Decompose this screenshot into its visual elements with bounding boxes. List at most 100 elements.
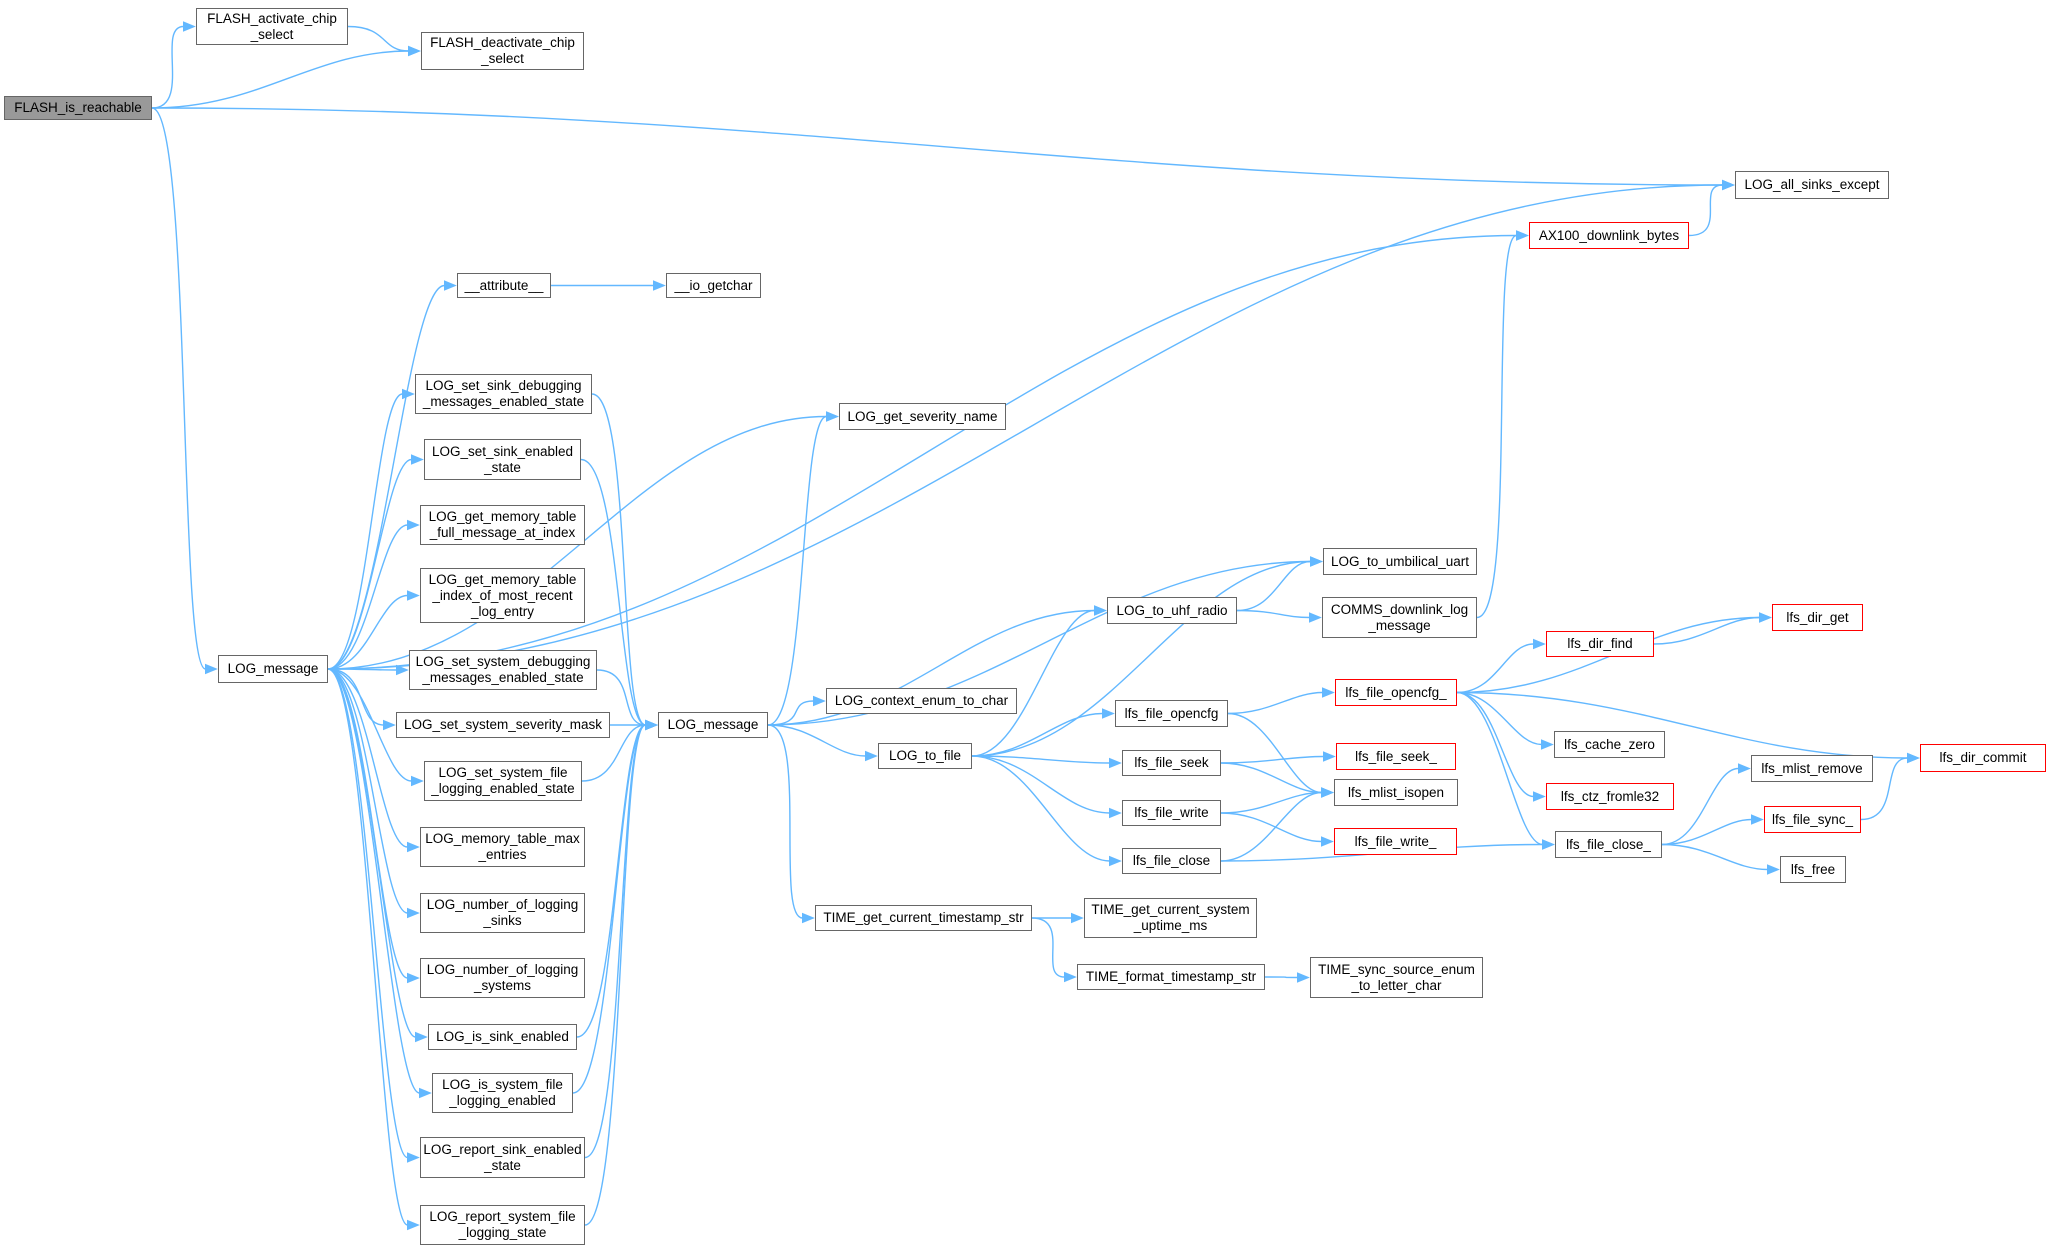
node-lfs-file-opencfg[interactable]: lfs_file_opencfg [1115, 700, 1228, 727]
edge-time-format-ts-to-time-sync-src [1264, 976, 1298, 979]
edge-lfs-file-write-to-lfs-mlist-isopen [1220, 791, 1322, 814]
node-lfs-ctz-fromle32[interactable]: lfs_ctz_fromle32 [1546, 783, 1674, 810]
node-log-set-sink-enabled[interactable]: LOG_set_sink_enabled _state [424, 439, 581, 480]
edge-flash-activate-to-flash-deactivate [347, 25, 409, 52]
node-log-is-sink-enabled[interactable]: LOG_is_sink_enabled [428, 1024, 577, 1050]
edge-log-set-sink-enabled-to-log-message-inner [580, 458, 646, 726]
edge-lfs-file-opencfg--to-lfs-dir-commit [1456, 691, 1908, 759]
edge-arrowhead [1309, 612, 1322, 623]
edge-log-message-outer-to-log-get-mem-recent [327, 594, 408, 670]
node-log-all-sinks-except[interactable]: LOG_all_sinks_except [1735, 171, 1889, 199]
edge-comms-downlink-to-ax100-downlink [1476, 234, 1517, 619]
node-lfs-dir-get[interactable]: lfs_dir_get [1772, 604, 1863, 631]
node-log-report-sink[interactable]: LOG_report_sink_enabled _state [420, 1137, 585, 1178]
edge-arrowhead [408, 45, 421, 57]
node-log-num-sinks[interactable]: LOG_number_of_logging _sinks [420, 893, 585, 933]
node-time-get-ts[interactable]: TIME_get_current_timestamp_str [815, 905, 1032, 931]
edge-log-to-file-to-lfs-file-close [971, 755, 1110, 862]
node-log-message-outer[interactable]: LOG_message [218, 655, 328, 683]
node-log-set-sys-file[interactable]: LOG_set_system_file _logging_enabled_sta… [424, 761, 582, 801]
edge-log-message-outer-to-ax100-downlink [327, 234, 1517, 670]
node-ax100-downlink[interactable]: AX100_downlink_bytes [1529, 222, 1689, 249]
node-log-to-uhf[interactable]: LOG_to_uhf_radio [1107, 597, 1237, 624]
node-log-context-enum[interactable]: LOG_context_enum_to_char [826, 688, 1017, 714]
edge-arrowhead [1533, 638, 1546, 650]
node-time-sync-src[interactable]: TIME_sync_source_enum _to_letter_char [1310, 957, 1483, 998]
edge-arrowhead [1297, 972, 1310, 983]
edge-log-to-file-to-log-to-uhf [971, 609, 1095, 757]
node-lfs-file-seek[interactable]: lfs_file_seek [1122, 750, 1221, 776]
edge-arrowhead [402, 388, 415, 400]
edge-arrowhead [1321, 787, 1334, 798]
node-log-mem-max[interactable]: LOG_memory_table_max _entries [420, 827, 585, 867]
node-log-set-sys-sev[interactable]: LOG_set_system_severity_mask [396, 712, 610, 738]
node-flash-deactivate[interactable]: FLASH_deactivate_chip _select [421, 32, 584, 70]
edge-log-message-outer-to-log-mem-max [327, 668, 408, 848]
edge-arrowhead [1722, 179, 1735, 191]
edge-log-set-sys-file-to-log-message-inner [581, 724, 646, 782]
node-log-message-inner[interactable]: LOG_message [658, 712, 768, 738]
node-attribute[interactable]: __attribute__ [457, 273, 551, 298]
node-log-set-sink-debug[interactable]: LOG_set_sink_debugging _messages_enabled… [415, 374, 592, 414]
edge-flash-is-reachable-to-log-message-outer [151, 107, 207, 670]
node-log-to-file[interactable]: LOG_to_file [878, 743, 972, 769]
edge-lfs-file-close--to-lfs-mlist-remove [1661, 767, 1739, 846]
node-lfs-file-close-[interactable]: lfs_file_close_ [1555, 831, 1662, 858]
edge-arrowhead [1907, 752, 1920, 764]
edge-lfs-file-sync--to-lfs-dir-commit [1860, 757, 1908, 821]
edge-arrowhead [1738, 763, 1751, 774]
edge-arrowhead [1321, 836, 1334, 847]
edge-lfs-file-opencfg-to-lfs-file-opencfg- [1227, 691, 1323, 715]
node-log-get-severity-name[interactable]: LOG_get_severity_name [839, 403, 1006, 430]
edge-lfs-file-close-to-lfs-mlist-isopen [1220, 791, 1322, 862]
edge-log-message-outer-to-log-set-sys-file [327, 668, 412, 782]
edge-log-message-inner-to-log-to-umbilical [767, 560, 1311, 726]
edge-arrowhead [1759, 612, 1772, 623]
node-lfs-mlist-isopen[interactable]: lfs_mlist_isopen [1334, 779, 1458, 806]
node-log-report-sys-file[interactable]: LOG_report_system_file _logging_state [420, 1205, 585, 1245]
node-lfs-file-write[interactable]: lfs_file_write [1122, 800, 1221, 826]
node-lfs-file-close[interactable]: lfs_file_close [1122, 848, 1221, 874]
node-comms-downlink[interactable]: COMMS_downlink_log _message [1322, 597, 1477, 638]
edge-arrowhead [1071, 912, 1084, 924]
edge-log-to-file-to-log-to-umbilical [971, 560, 1311, 757]
edge-time-get-ts-to-time-format-ts [1031, 917, 1065, 978]
edge-lfs-file-opencfg--to-lfs-ctz-fromle32 [1456, 691, 1534, 798]
node-flash-activate[interactable]: FLASH_activate_chip _select [196, 8, 348, 45]
edge-arrowhead [1533, 791, 1546, 802]
node-log-is-sys-file[interactable]: LOG_is_system_file _logging_enabled [432, 1073, 573, 1113]
edge-arrowhead [407, 841, 420, 853]
node-lfs-dir-find[interactable]: lfs_dir_find [1546, 631, 1654, 657]
node-log-get-mem-recent[interactable]: LOG_get_memory_table _index_of_most_rece… [420, 568, 585, 623]
edge-arrowhead [1541, 739, 1554, 750]
edge-arrowhead [415, 1031, 428, 1043]
node-time-format-ts[interactable]: TIME_format_timestamp_str [1077, 964, 1265, 990]
node-lfs-cache-zero[interactable]: lfs_cache_zero [1554, 731, 1665, 758]
node-log-num-systems[interactable]: LOG_number_of_logging _systems [420, 958, 585, 998]
edge-arrowhead [444, 280, 457, 291]
edge-log-message-outer-to-log-set-sys-debug [327, 668, 397, 671]
edge-log-message-outer-to-log-report-sink [327, 668, 408, 1159]
edge-arrowhead [205, 663, 218, 675]
edge-arrowhead [645, 719, 658, 731]
node-log-to-umbilical[interactable]: LOG_to_umbilical_uart [1323, 548, 1477, 575]
node-lfs-file-sync-[interactable]: lfs_file_sync_ [1764, 806, 1861, 833]
node-io-getchar[interactable]: __io_getchar [666, 273, 761, 298]
node-lfs-free[interactable]: lfs_free [1780, 856, 1846, 883]
node-lfs-dir-commit[interactable]: lfs_dir_commit [1920, 744, 2046, 772]
node-lfs-file-seek-[interactable]: lfs_file_seek_ [1336, 743, 1456, 770]
edge-log-message-outer-to-log-is-sys-file [327, 668, 420, 1094]
node-lfs-file-write-[interactable]: lfs_file_write_ [1334, 828, 1457, 855]
edge-log-message-outer-to-log-report-sys-file [327, 668, 409, 1226]
edge-arrowhead [826, 411, 839, 422]
edge-arrowhead [1102, 708, 1115, 719]
node-lfs-mlist-remove[interactable]: lfs_mlist_remove [1751, 755, 1873, 782]
node-log-get-mem-full[interactable]: LOG_get_memory_table _full_message_at_in… [420, 505, 585, 545]
edge-arrowhead [1109, 807, 1122, 819]
edge-arrowhead [407, 519, 420, 531]
node-log-set-sys-debug[interactable]: LOG_set_system_debugging _messages_enabl… [409, 650, 597, 690]
node-lfs-file-opencfg-[interactable]: lfs_file_opencfg_ [1335, 679, 1457, 706]
node-time-get-uptime[interactable]: TIME_get_current_system _uptime_ms [1084, 898, 1257, 938]
edge-lfs-file-seek-to-lfs-file-seek- [1220, 755, 1324, 764]
edge-lfs-file-close--to-lfs-file-sync- [1661, 818, 1752, 846]
